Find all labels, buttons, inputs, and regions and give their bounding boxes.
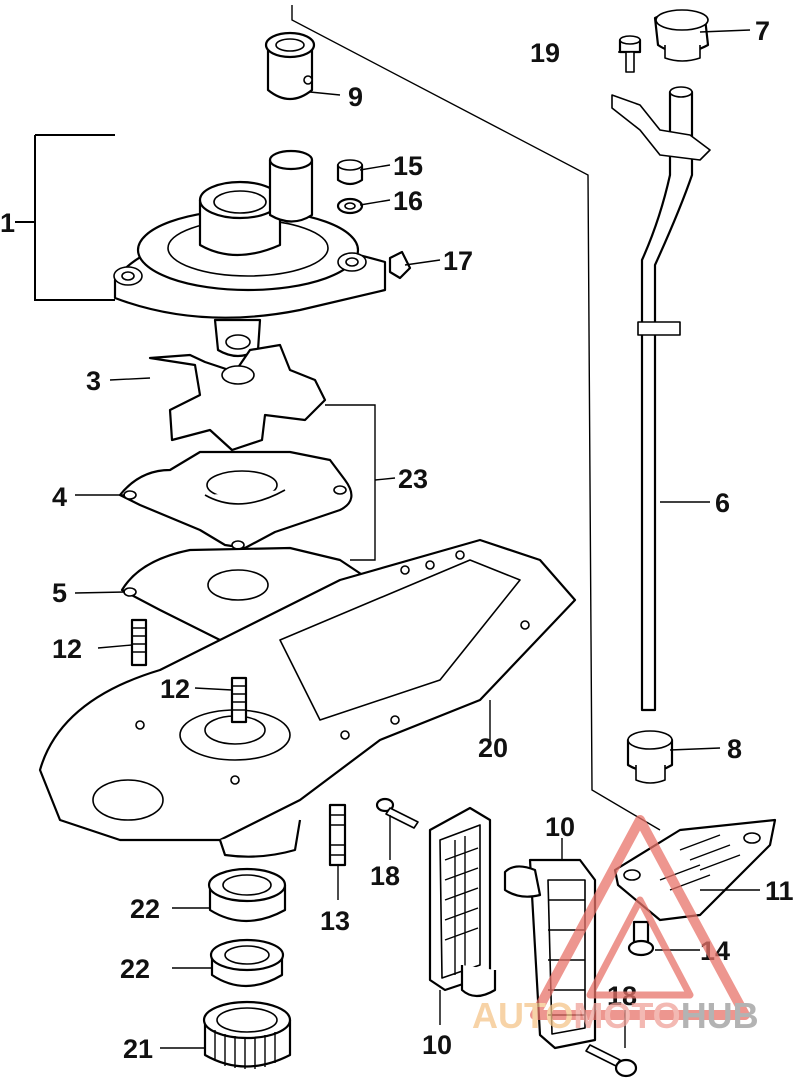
cap-part-9: [264, 31, 316, 101]
callout-5: 5: [52, 578, 67, 608]
seal-part-22-b: [209, 938, 285, 987]
callout-19: 19: [530, 38, 560, 68]
callout-11: 11: [765, 876, 794, 906]
watermark-outer-triangle: [530, 815, 750, 1020]
bearing-part-21: [202, 1000, 292, 1069]
callout-20: 20: [478, 733, 508, 763]
callout-10-upper: 10: [545, 812, 575, 842]
stud-part-12-b: [230, 676, 248, 724]
base-plate-part-20: [38, 538, 577, 858]
callout-12-center: 12: [160, 674, 190, 704]
callout-7: 7: [755, 16, 770, 46]
callout-6: 6: [715, 488, 730, 518]
grommet-part-7: [653, 9, 710, 62]
callout-labels: 1 3 4 5 6 7 8 9 10 10 11 12 12 13 14 15 …: [0, 16, 794, 1064]
callout-15: 15: [393, 151, 423, 181]
callout-8: 8: [727, 734, 742, 764]
callout-1: 1: [0, 208, 15, 238]
water-tube-part-6: [611, 86, 711, 712]
impeller-part-3: [148, 343, 327, 452]
callout-13: 13: [320, 906, 350, 936]
nut-part-15: [336, 159, 364, 186]
screw-part-14: [627, 920, 655, 957]
watermark-inner-triangle: [586, 896, 694, 999]
leader-lines: [74, 29, 760, 1049]
callout-23: 23: [398, 464, 428, 494]
cover-plate-part-11: [613, 818, 777, 922]
pump-housing-part-1: [113, 149, 387, 358]
watermark-logo: AUTOMOTOHUB: [472, 815, 759, 1036]
screw-part-18-b: [585, 1044, 638, 1078]
bolt-part-19: [618, 35, 642, 73]
callout-17: 17: [443, 246, 473, 276]
callout-18-upper: 18: [370, 861, 400, 891]
callout-9: 9: [348, 82, 363, 112]
screw-part-18-a: [375, 797, 419, 829]
callout-12-left: 12: [52, 634, 82, 664]
callout-10-lower: 10: [422, 1030, 452, 1060]
screen-part-10-a: [428, 806, 497, 998]
callout-22-upper: 22: [130, 894, 160, 924]
stud-part-13: [328, 803, 347, 867]
watermark-text: AUTOMOTOHUB: [472, 995, 759, 1036]
key-part-17: [388, 250, 412, 280]
washer-part-16: [336, 197, 364, 215]
callout-16: 16: [393, 186, 423, 216]
seal-part-22-a: [207, 867, 287, 923]
plate-part-4: [118, 450, 353, 550]
callout-4: 4: [52, 482, 67, 512]
assembly-guide-lines: [15, 5, 661, 831]
callout-22-lower: 22: [120, 954, 150, 984]
stud-part-12-a: [130, 618, 148, 667]
grommet-part-8: [626, 730, 674, 784]
callout-3: 3: [86, 366, 101, 396]
callout-21: 21: [123, 1034, 153, 1064]
